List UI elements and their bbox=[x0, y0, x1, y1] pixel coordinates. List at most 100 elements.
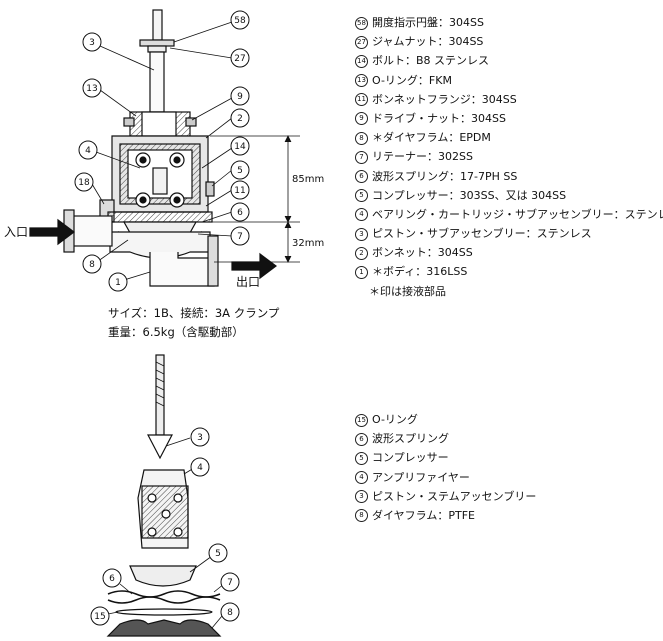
legend-number-badge: 2 bbox=[355, 246, 368, 260]
stem bbox=[149, 51, 165, 113]
outlet-pipe bbox=[149, 252, 215, 287]
legend-row: 6 波形スプリング：17-7PH SS bbox=[355, 167, 663, 186]
bearing-rollers bbox=[135, 152, 185, 208]
callout-top-4: 4 bbox=[85, 146, 91, 156]
legend-text: ピストン・サブアッセンブリー：ステンレス bbox=[372, 227, 592, 241]
top-callouts bbox=[74, 10, 250, 292]
callout-bottom-6: 6 bbox=[109, 574, 115, 584]
legend-text: ドライブ・ナット：304SS bbox=[372, 111, 506, 125]
legend-text: 開度指示円盤：304SS bbox=[372, 16, 484, 29]
legend-number-badge: 1 bbox=[355, 265, 368, 279]
legend-text: ＊ダイヤフラム：EPDM bbox=[372, 131, 491, 145]
callout-top-3: 3 bbox=[89, 38, 95, 48]
legend-row: 13 O-リング：FKM bbox=[355, 71, 663, 90]
threaded-stem bbox=[155, 354, 165, 436]
legend-text: リテーナー：302SS bbox=[372, 150, 473, 164]
legend-text: ジャムナット：304SS bbox=[372, 35, 484, 49]
callout-bottom-8: 8 bbox=[227, 608, 233, 618]
legend-row: 4 ベアリング・カートリッジ・サブアッセンブリー：ステンレス bbox=[355, 205, 663, 224]
legend-number-badge: 3 bbox=[355, 490, 368, 504]
legend-row: 8 ＊ダイヤフラム：EPDM bbox=[355, 128, 663, 147]
callout-bottom-5: 5 bbox=[215, 549, 221, 559]
o-ring bbox=[115, 608, 213, 616]
callout-top-2: 2 bbox=[237, 114, 243, 124]
callout-top-27: 27 bbox=[234, 54, 245, 64]
legend-text: ボルト：B8 ステンレス bbox=[372, 54, 490, 68]
legend-row: 58 開度指示円盤：304SS bbox=[355, 13, 663, 32]
outlet-arrow bbox=[231, 252, 277, 280]
legend-row: 27 ジャムナット：304SS bbox=[355, 32, 663, 51]
legend-number-badge: 15 bbox=[355, 413, 368, 427]
legend-row: 5 コンプレッサー bbox=[355, 448, 536, 467]
size-line: サイズ：1B、接続：3A クランプ bbox=[108, 306, 280, 320]
callout-bottom-7: 7 bbox=[227, 578, 233, 588]
legend-text: ダイヤフラム：PTFE bbox=[372, 508, 475, 522]
legend-number-badge: 14 bbox=[355, 54, 368, 68]
legend-text: 波形スプリング：17-7PH SS bbox=[372, 169, 518, 183]
weight-line: 重量：6.5kg（含駆動部） bbox=[108, 325, 244, 339]
legend-number-badge: 6 bbox=[355, 170, 368, 183]
dim-32-label: 32mm bbox=[292, 238, 324, 249]
callout-top-8: 8 bbox=[89, 260, 95, 270]
top-callout-leaders bbox=[91, 21, 233, 281]
legend-number-badge: 13 bbox=[355, 74, 368, 88]
callout-top-1: 1 bbox=[115, 278, 121, 288]
callout-bottom-15: 15 bbox=[94, 612, 105, 622]
legend-number-badge: 5 bbox=[355, 451, 368, 465]
callout-top-6: 6 bbox=[237, 208, 243, 218]
legend-text: ボンネット：304SS bbox=[372, 246, 473, 260]
legend-row: 7 リテーナー：302SS bbox=[355, 147, 663, 166]
legend-text: O-リング bbox=[372, 413, 418, 426]
legend-row: 14 ボルト：B8 ステンレス bbox=[355, 51, 663, 70]
indicator-disc bbox=[139, 39, 175, 47]
legend-row: 2 ボンネット：304SS bbox=[355, 243, 663, 262]
legend-row: 6 波形スプリング bbox=[355, 429, 536, 448]
legend-note: ＊印は接液部品 bbox=[369, 284, 446, 298]
legend-text: O-リング：FKM bbox=[372, 73, 452, 87]
callout-top-18: 18 bbox=[78, 178, 90, 188]
bottom-callout-leaders bbox=[107, 437, 225, 629]
legend-number-badge: 4 bbox=[355, 208, 368, 222]
exploded-compressor bbox=[129, 565, 197, 587]
inlet-pipe bbox=[69, 215, 113, 247]
dimension-lines bbox=[210, 135, 300, 263]
legend-row: 15 O-リング bbox=[355, 410, 536, 429]
legend-row: 8 ダイヤフラム：PTFE bbox=[355, 506, 536, 525]
legend-number-badge: 8 bbox=[355, 131, 368, 145]
legend-row: 3 ピストン・ステムアッセンブリー bbox=[355, 487, 536, 506]
legend-number-badge: 6 bbox=[355, 432, 368, 446]
legend-number-badge: 58 bbox=[355, 16, 368, 30]
bonnet-flange bbox=[107, 211, 213, 223]
exploded-diaphragm bbox=[106, 619, 222, 637]
legend-number-badge: 27 bbox=[355, 35, 368, 49]
exploded-view bbox=[106, 354, 222, 637]
legend-row: 4 アンプリファイヤー bbox=[355, 468, 536, 487]
callout-top-5: 5 bbox=[237, 166, 243, 176]
legend-number-badge: 4 bbox=[355, 471, 368, 485]
legend-text: ベアリング・カートリッジ・サブアッセンブリー：ステンレス bbox=[372, 207, 663, 221]
outlet-label: 出口 bbox=[236, 275, 260, 289]
inlet-arrow bbox=[29, 218, 75, 246]
legend-number-badge: 7 bbox=[355, 150, 368, 164]
legend-number-badge: 8 bbox=[355, 509, 368, 523]
callout-top-11: 11 bbox=[234, 186, 245, 196]
spec-caption: サイズ：1B、接続：3A クランプ 重量：6.5kg（含駆動部） bbox=[108, 304, 279, 342]
legend-number-badge: 9 bbox=[355, 112, 368, 126]
legend-text: ピストン・ステムアッセンブリー bbox=[372, 489, 537, 503]
dim-85-label: 85mm bbox=[292, 174, 324, 185]
legend-text: ボンネットフランジ：304SS bbox=[372, 92, 517, 106]
legend-text: ＊ボディ：316LSS bbox=[372, 265, 468, 279]
wave-spring bbox=[107, 590, 221, 598]
legend-text: コンプレッサー bbox=[372, 451, 449, 465]
inlet-label: 入口 bbox=[4, 225, 28, 239]
legend-text: 波形スプリング bbox=[372, 432, 449, 446]
callout-top-9: 9 bbox=[237, 92, 243, 102]
legend-text: アンプリファイヤー bbox=[372, 470, 470, 484]
indicator-rod bbox=[152, 9, 163, 41]
